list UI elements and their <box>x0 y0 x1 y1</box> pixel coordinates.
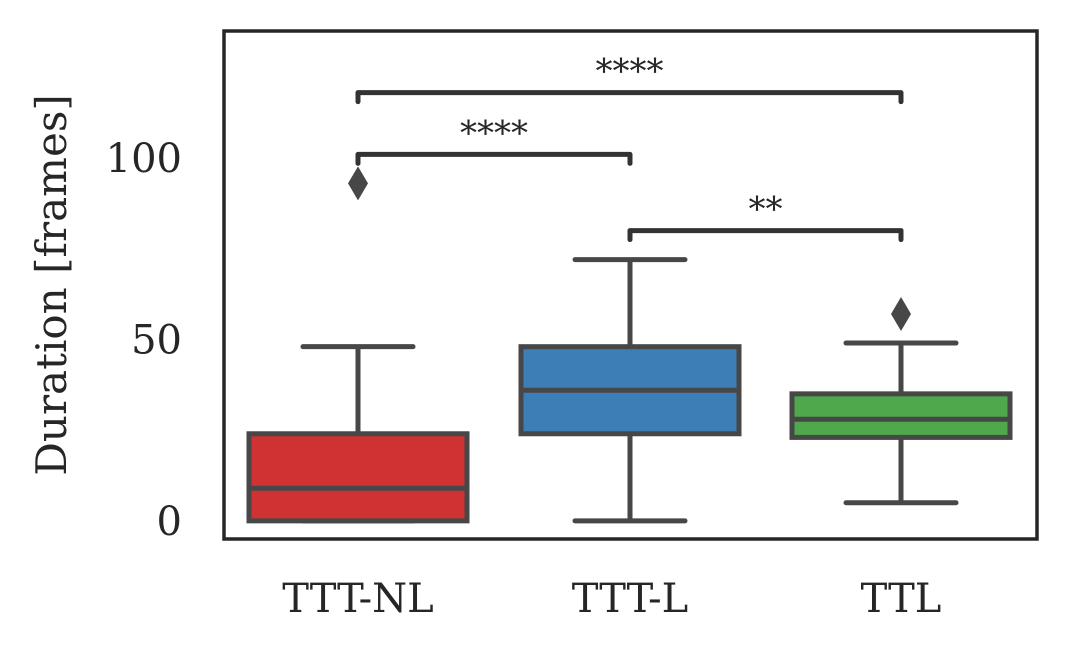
x-axis-ticks: TTT-NL TTT-L TTL <box>282 576 941 622</box>
y-axis-ticks: 0 50 100 <box>106 136 182 545</box>
y-axis-label: Duration [frames] <box>27 94 76 476</box>
bracket-line <box>355 151 633 166</box>
bracket-line <box>355 90 904 105</box>
y-tick-label: 100 <box>106 136 182 182</box>
significance-bracket: **** <box>355 52 904 105</box>
box-iqr <box>789 391 1013 440</box>
x-tick-label: TTT-NL <box>282 576 433 622</box>
significance-bracket: **** <box>355 113 633 166</box>
outlier-point <box>348 166 368 201</box>
y-tick-label: 0 <box>157 499 182 545</box>
bracket-line <box>627 228 904 243</box>
x-tick-label: TTT-L <box>572 576 688 622</box>
box-group-ttl <box>789 297 1013 506</box>
significance-label: **** <box>596 52 664 92</box>
significance-label: **** <box>460 113 528 153</box>
box-group-ttt-l <box>518 257 742 524</box>
y-tick-label: 50 <box>131 317 182 363</box>
significance-bracket: ** <box>627 190 904 243</box>
x-tick-label: TTL <box>861 576 942 622</box>
significance-label: ** <box>749 190 783 230</box>
plot-frame <box>222 29 1039 541</box>
box-iqr <box>246 431 470 524</box>
box-group-ttt-nl <box>246 166 470 524</box>
outlier-point <box>891 297 911 332</box>
plot-content: ********** <box>246 52 1013 524</box>
